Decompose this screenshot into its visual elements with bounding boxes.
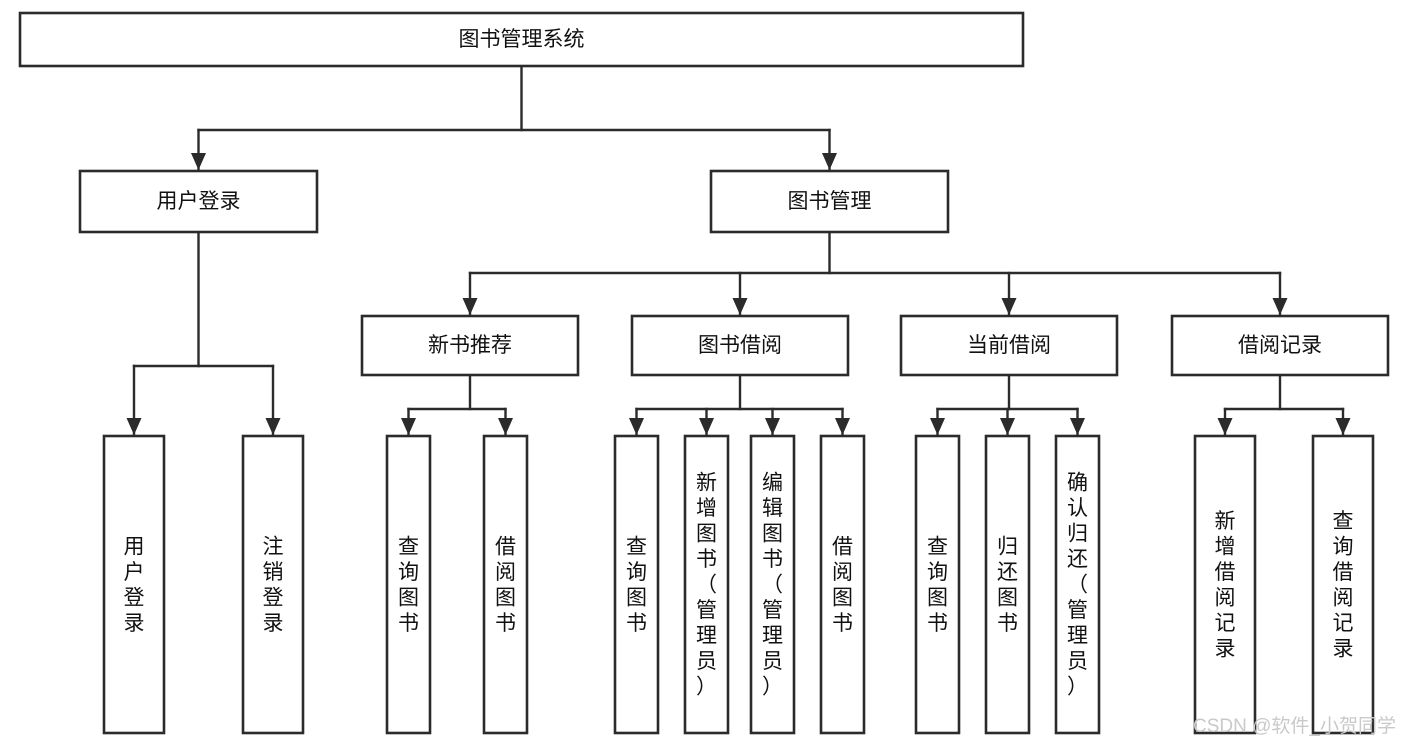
node-label-confirm-return-admin: 确认归还（管理员） bbox=[1067, 472, 1088, 699]
node-box-book-borrow bbox=[630, 314, 850, 377]
arrow-head-add-borrow-record bbox=[1217, 418, 1233, 435]
node-box-borrow-records bbox=[1170, 314, 1390, 377]
arrow-head-query-book-3 bbox=[930, 418, 945, 435]
arrow-head-confirm-return-admin bbox=[1070, 418, 1085, 435]
node-label-user-login: 用户登录 bbox=[157, 190, 241, 213]
node-box-new-book-recommend bbox=[360, 314, 580, 377]
node-label-user-logout: 注销登录 bbox=[263, 535, 284, 635]
node-label-query-book-2: 查询图书 bbox=[626, 535, 647, 635]
node-book-management[interactable]: 图书管理 bbox=[709, 169, 950, 234]
node-box-add-book-admin bbox=[683, 434, 730, 735]
node-label-query-borrow-record: 查询借阅记录 bbox=[1333, 510, 1354, 661]
node-box-query-borrow-record bbox=[1311, 434, 1375, 735]
node-label-book-management: 图书管理 bbox=[788, 190, 872, 213]
node-box-root bbox=[18, 11, 1025, 68]
node-box-user-login bbox=[78, 169, 319, 234]
node-add-borrow-record[interactable]: 新增借阅记录 bbox=[1193, 434, 1257, 735]
node-box-return-book bbox=[984, 434, 1031, 735]
arrow-head-book-borrow bbox=[732, 298, 748, 315]
node-label-query-book-3: 查询图书 bbox=[927, 535, 948, 635]
node-borrow-book-1[interactable]: 借阅图书 bbox=[482, 434, 529, 735]
node-label-add-borrow-record: 新增借阅记录 bbox=[1215, 510, 1236, 661]
node-query-book-3[interactable]: 查询图书 bbox=[914, 434, 961, 735]
node-query-book-2[interactable]: 查询图书 bbox=[613, 434, 660, 735]
arrow-head-query-book-1 bbox=[401, 418, 416, 435]
arrow-head-borrow-records bbox=[1272, 298, 1288, 315]
arrow-head-user-login bbox=[191, 153, 206, 170]
node-query-borrow-record[interactable]: 查询借阅记录 bbox=[1311, 434, 1375, 735]
node-label-query-book-1: 查询图书 bbox=[398, 535, 419, 635]
node-box-query-book-3 bbox=[914, 434, 961, 735]
node-box-query-book-2 bbox=[613, 434, 660, 735]
node-label-book-borrow: 图书借阅 bbox=[698, 334, 782, 357]
node-label-current-borrow: 当前借阅 bbox=[967, 334, 1051, 357]
arrow-head-return-book bbox=[1000, 418, 1015, 435]
node-book-borrow[interactable]: 图书借阅 bbox=[630, 314, 850, 377]
node-confirm-return-admin[interactable]: 确认归还（管理员） bbox=[1054, 434, 1101, 735]
node-add-book-admin[interactable]: 新增图书（管理员） bbox=[683, 434, 730, 735]
node-box-confirm-return-admin bbox=[1054, 434, 1101, 735]
node-box-edit-book-admin bbox=[749, 434, 796, 735]
node-root[interactable]: 图书管理系统 bbox=[18, 11, 1025, 68]
arrow-head-add-book-admin bbox=[699, 418, 714, 435]
node-return-book[interactable]: 归还图书 bbox=[984, 434, 1031, 735]
node-edit-book-admin[interactable]: 编辑图书（管理员） bbox=[749, 434, 796, 735]
node-box-current-borrow bbox=[899, 314, 1119, 377]
arrow-head-new-book-recommend bbox=[462, 298, 478, 315]
node-new-book-recommend[interactable]: 新书推荐 bbox=[360, 314, 580, 377]
arrow-head-edit-book-admin bbox=[765, 418, 780, 435]
arrow-head-user-logout bbox=[265, 418, 281, 435]
arrow-head-borrow-book-2 bbox=[835, 418, 850, 435]
connector-layer bbox=[126, 64, 1351, 436]
node-label-root: 图书管理系统 bbox=[459, 28, 585, 51]
node-label-edit-book-admin: 编辑图书（管理员） bbox=[762, 472, 783, 699]
arrow-head-user-login-do bbox=[126, 418, 142, 435]
node-box-query-book-1 bbox=[385, 434, 432, 735]
arrow-head-query-book-2 bbox=[629, 418, 644, 435]
node-current-borrow[interactable]: 当前借阅 bbox=[899, 314, 1119, 377]
node-box-user-login-do bbox=[102, 434, 166, 735]
node-box-borrow-book-1 bbox=[482, 434, 529, 735]
node-label-new-book-recommend: 新书推荐 bbox=[428, 334, 512, 357]
node-label-add-book-admin: 新增图书（管理员） bbox=[696, 472, 717, 699]
arrow-head-current-borrow bbox=[1001, 298, 1017, 315]
node-layer: 图书管理系统用户登录图书管理用户登录注销登录新书推荐查询图书借阅图书图书借阅查询… bbox=[18, 11, 1390, 735]
node-box-book-management bbox=[709, 169, 950, 234]
node-borrow-records[interactable]: 借阅记录 bbox=[1170, 314, 1390, 377]
arrow-head-query-borrow-record bbox=[1335, 418, 1351, 435]
node-user-logout[interactable]: 注销登录 bbox=[241, 434, 305, 735]
node-box-add-borrow-record bbox=[1193, 434, 1257, 735]
node-label-borrow-book-2: 借阅图书 bbox=[832, 535, 853, 635]
node-query-book-1[interactable]: 查询图书 bbox=[385, 434, 432, 735]
node-label-return-book: 归还图书 bbox=[997, 535, 1018, 635]
node-label-borrow-records: 借阅记录 bbox=[1238, 334, 1322, 357]
node-box-borrow-book-2 bbox=[819, 434, 866, 735]
node-label-user-login-do: 用户登录 bbox=[124, 535, 145, 635]
arrow-head-book-management bbox=[822, 153, 837, 170]
arrow-head-borrow-book-1 bbox=[498, 418, 513, 435]
node-box-user-logout bbox=[241, 434, 305, 735]
node-user-login[interactable]: 用户登录 bbox=[78, 169, 319, 234]
node-label-borrow-book-1: 借阅图书 bbox=[495, 535, 516, 635]
node-borrow-book-2[interactable]: 借阅图书 bbox=[819, 434, 866, 735]
watermark-text: CSDN @软件_小贺同学 bbox=[1193, 715, 1396, 737]
node-user-login-do[interactable]: 用户登录 bbox=[102, 434, 166, 735]
